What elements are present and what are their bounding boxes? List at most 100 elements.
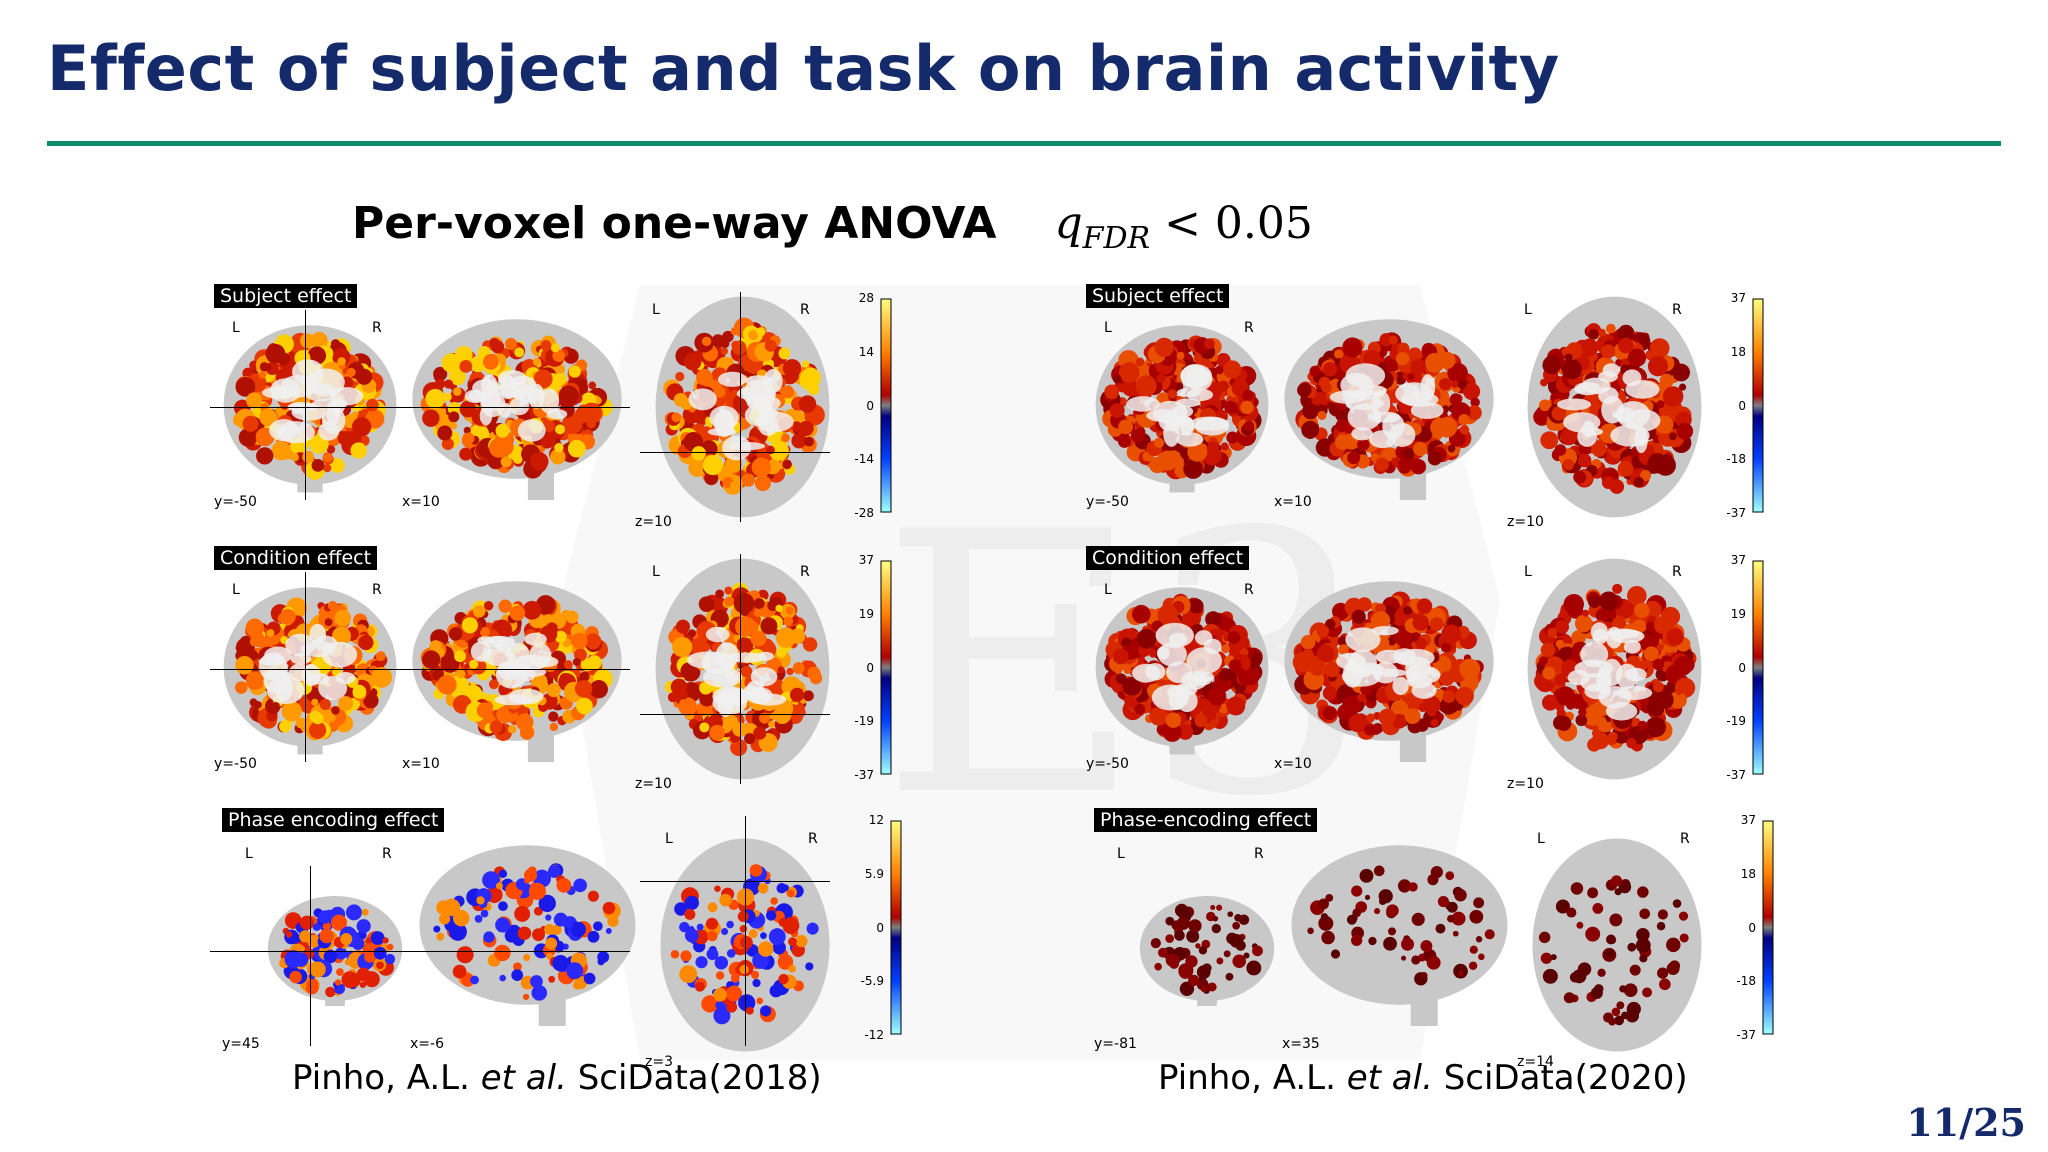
colorbar-tick: 28 bbox=[858, 291, 874, 305]
subtitle-q: qFDR bbox=[1054, 198, 1150, 256]
right-marker: R bbox=[372, 320, 382, 336]
coord-label: y=-50 bbox=[214, 494, 257, 510]
colorbar-tick: 0 bbox=[866, 398, 874, 413]
right-marker: R bbox=[1254, 846, 1264, 862]
crosshair-h bbox=[210, 407, 630, 408]
coord-label: x=35 bbox=[1282, 1036, 1320, 1052]
citation-author: Pinho, A.L. bbox=[1158, 1058, 1347, 1098]
colorbar bbox=[1752, 298, 1764, 513]
colorbar-tick: 37 bbox=[1730, 291, 1746, 305]
left-marker: L bbox=[665, 831, 673, 847]
q-subscript: FDR bbox=[1082, 220, 1151, 256]
left-marker: L bbox=[652, 564, 660, 580]
colorbar-tick: 5.9 bbox=[864, 866, 884, 881]
citation-2018: Pinho, A.L. et al. SciData(2018) bbox=[292, 1058, 822, 1098]
effect-label: Phase-encoding effect bbox=[1094, 808, 1318, 832]
sagittal-slice bbox=[1291, 845, 1508, 1026]
effect-label: Subject effect bbox=[214, 284, 358, 308]
colorbar-tick: -37 bbox=[854, 768, 874, 782]
citation-journal: SciData(2018) bbox=[566, 1058, 822, 1098]
colorbar-tick: 19 bbox=[1730, 606, 1746, 621]
colorbar-tick: 0 bbox=[1738, 660, 1746, 675]
left-marker: L bbox=[232, 582, 240, 598]
coronal-slice bbox=[223, 325, 397, 493]
coord-label: y=-81 bbox=[1094, 1036, 1137, 1052]
coronal-slice bbox=[223, 587, 397, 755]
coord-label: x=10 bbox=[402, 494, 440, 510]
crosshair-h bbox=[210, 951, 630, 952]
effect-label: Condition effect bbox=[1086, 546, 1250, 570]
colorbar-tick: -14 bbox=[854, 452, 874, 467]
crosshair-v bbox=[305, 310, 306, 500]
colorbar-tick: -19 bbox=[1726, 714, 1746, 729]
title-rule bbox=[47, 141, 2001, 146]
citation-author: Pinho, A.L. bbox=[292, 1058, 481, 1098]
slide-subtitle: Per-voxel one-way ANOVA qFDR < 0.05 bbox=[352, 198, 1313, 256]
right-marker: R bbox=[372, 582, 382, 598]
effect-label: Phase encoding effect bbox=[222, 808, 445, 832]
coord-label: z=3 bbox=[645, 1054, 673, 1070]
citation-2020: Pinho, A.L. et al. SciData(2020) bbox=[1158, 1058, 1688, 1098]
colorbar-tick: 18 bbox=[1730, 344, 1746, 359]
citation-etal: et al. bbox=[480, 1058, 567, 1098]
colorbar bbox=[880, 560, 892, 775]
right-marker: R bbox=[1672, 564, 1682, 580]
coord-label: z=10 bbox=[1507, 776, 1544, 792]
q-symbol: q bbox=[1054, 198, 1083, 249]
coord-label: y=-50 bbox=[1086, 494, 1129, 510]
axial-slice bbox=[655, 558, 830, 780]
colorbar-tick: -28 bbox=[854, 506, 874, 520]
crosshair-h2 bbox=[640, 714, 830, 715]
colorbar-tick: -37 bbox=[1736, 1028, 1756, 1042]
left-marker: L bbox=[1524, 564, 1532, 580]
left-marker: L bbox=[652, 302, 660, 318]
left-marker: L bbox=[1104, 320, 1112, 336]
crosshair-h2 bbox=[640, 452, 830, 453]
sagittal-slice bbox=[1284, 319, 1494, 500]
coronal-slice bbox=[1095, 587, 1269, 755]
sagittal-slice bbox=[412, 319, 622, 500]
colorbar-tick: 0 bbox=[876, 920, 884, 935]
colorbar-tick: 14 bbox=[858, 344, 874, 359]
axial-slice bbox=[1532, 838, 1702, 1052]
colorbar-tick: 37 bbox=[1740, 813, 1756, 827]
citation-etal: et al. bbox=[1346, 1058, 1433, 1098]
colorbar bbox=[1752, 560, 1764, 775]
left-marker: L bbox=[245, 846, 253, 862]
colorbar bbox=[880, 298, 892, 513]
colorbar-tick: -37 bbox=[1726, 768, 1746, 782]
left-marker: L bbox=[1117, 846, 1125, 862]
coronal-slice bbox=[267, 896, 403, 1006]
coord-label: x=10 bbox=[1274, 756, 1312, 772]
right-marker: R bbox=[800, 302, 810, 318]
right-marker: R bbox=[808, 831, 818, 847]
coord-label: z=10 bbox=[635, 776, 672, 792]
colorbar-tick: 19 bbox=[858, 606, 874, 621]
axial-slice bbox=[1527, 296, 1702, 518]
right-marker: R bbox=[382, 846, 392, 862]
coord-label: y=-50 bbox=[1086, 756, 1129, 772]
crosshair-v2 bbox=[740, 554, 741, 784]
colorbar bbox=[890, 820, 902, 1035]
colorbar-tick: -37 bbox=[1726, 506, 1746, 520]
citation-journal: SciData(2020) bbox=[1432, 1058, 1688, 1098]
crosshair-h bbox=[210, 669, 630, 670]
colorbar-tick: 18 bbox=[1740, 866, 1756, 881]
colorbar bbox=[1762, 820, 1774, 1035]
colorbar-tick: 37 bbox=[1730, 553, 1746, 567]
coronal-slice bbox=[1095, 325, 1269, 493]
coord-label: x=-6 bbox=[410, 1036, 444, 1052]
colorbar-tick: -5.9 bbox=[860, 974, 884, 989]
left-marker: L bbox=[1104, 582, 1112, 598]
subtitle-anova: Per-voxel one-way ANOVA bbox=[352, 198, 997, 249]
crosshair-v2 bbox=[745, 816, 746, 1046]
subtitle-threshold: < 0.05 bbox=[1150, 198, 1313, 249]
sagittal-slice bbox=[1284, 581, 1494, 762]
colorbar-tick: -18 bbox=[1726, 452, 1746, 467]
